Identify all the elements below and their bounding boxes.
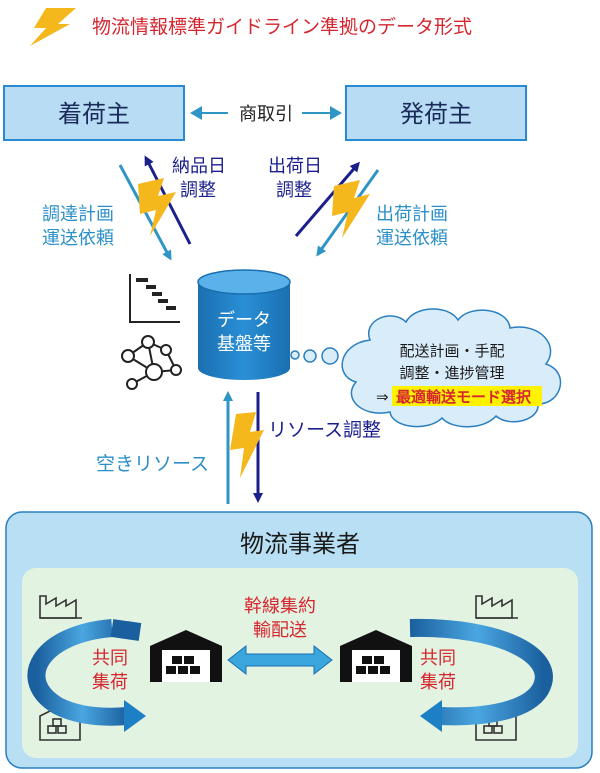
title-lightning-icon [30, 8, 76, 46]
database-icon [197, 269, 291, 380]
highlight-box [392, 386, 542, 406]
shipping-plan-label-1: 出荷計画 [376, 204, 448, 225]
cloud-line-1: 配送計画・手配 [399, 342, 504, 360]
factory-icon-left [39, 595, 82, 619]
joint-collection-left-2: 集荷 [92, 672, 128, 693]
page-title: 物流情報標準ガイドライン準拠のデータ形式 [92, 16, 472, 38]
trunk-line-label-2: 輸配送 [253, 620, 307, 641]
joint-collection-loop-left [27, 619, 146, 732]
right-lightning-icon [332, 180, 370, 238]
shipping-adjust-label-1: 出荷日 [268, 156, 322, 177]
shipper-label: 発荷主 [400, 100, 472, 128]
left-lightning-icon [138, 178, 176, 236]
delivery-adjust-label-2: 調整 [180, 180, 216, 201]
cloud-line-2: 調整・進捗管理 [399, 364, 504, 382]
consignee-label: 着荷主 [58, 100, 130, 128]
shipping-adjust-arrow [294, 161, 360, 237]
trunk-line-label-1: 幹線集約 [244, 596, 316, 617]
joint-collection-left-1: 共同 [92, 648, 128, 669]
joint-collection-right-1: 共同 [420, 648, 456, 669]
logistics-title: 物流事業者 [240, 530, 360, 558]
trade-label: 商取引 [239, 104, 293, 125]
free-resource-label: 空きリソース [96, 453, 209, 475]
network-icon [121, 335, 182, 390]
joint-collection-right-2: 集荷 [420, 672, 456, 693]
joint-collection-loop-right [409, 618, 553, 732]
cloud-line-3-prefix: ⇒ [376, 388, 389, 406]
consignee-box: 着荷主 [3, 85, 185, 141]
procurement-label-1: 調達計画 [42, 204, 114, 225]
procurement-label-2: 運送依頼 [42, 228, 114, 249]
shipping-adjust-label-2: 調整 [276, 180, 312, 201]
thought-bubbles [290, 347, 339, 365]
shipping-plan-label-2: 運送依頼 [376, 228, 448, 249]
gantt-chart-icon [129, 274, 180, 323]
factory-icon-right [475, 595, 518, 619]
trade-arrow [190, 106, 342, 120]
database-label-1: データ [217, 310, 271, 331]
warehouse-icon-right [340, 630, 412, 682]
shipper-box: 発荷主 [345, 85, 527, 141]
warehouse-icon-left [150, 630, 222, 682]
trunk-line-arrow [227, 644, 333, 676]
cloud-line-3-highlight: 最適輸送モード選択 [396, 388, 532, 406]
database-label-2: 基盤等 [217, 334, 271, 355]
resource-adjust-label: リソース調整 [268, 419, 381, 441]
center-lightning-icon [230, 412, 264, 478]
delivery-adjust-label-1: 納品日 [172, 156, 226, 177]
